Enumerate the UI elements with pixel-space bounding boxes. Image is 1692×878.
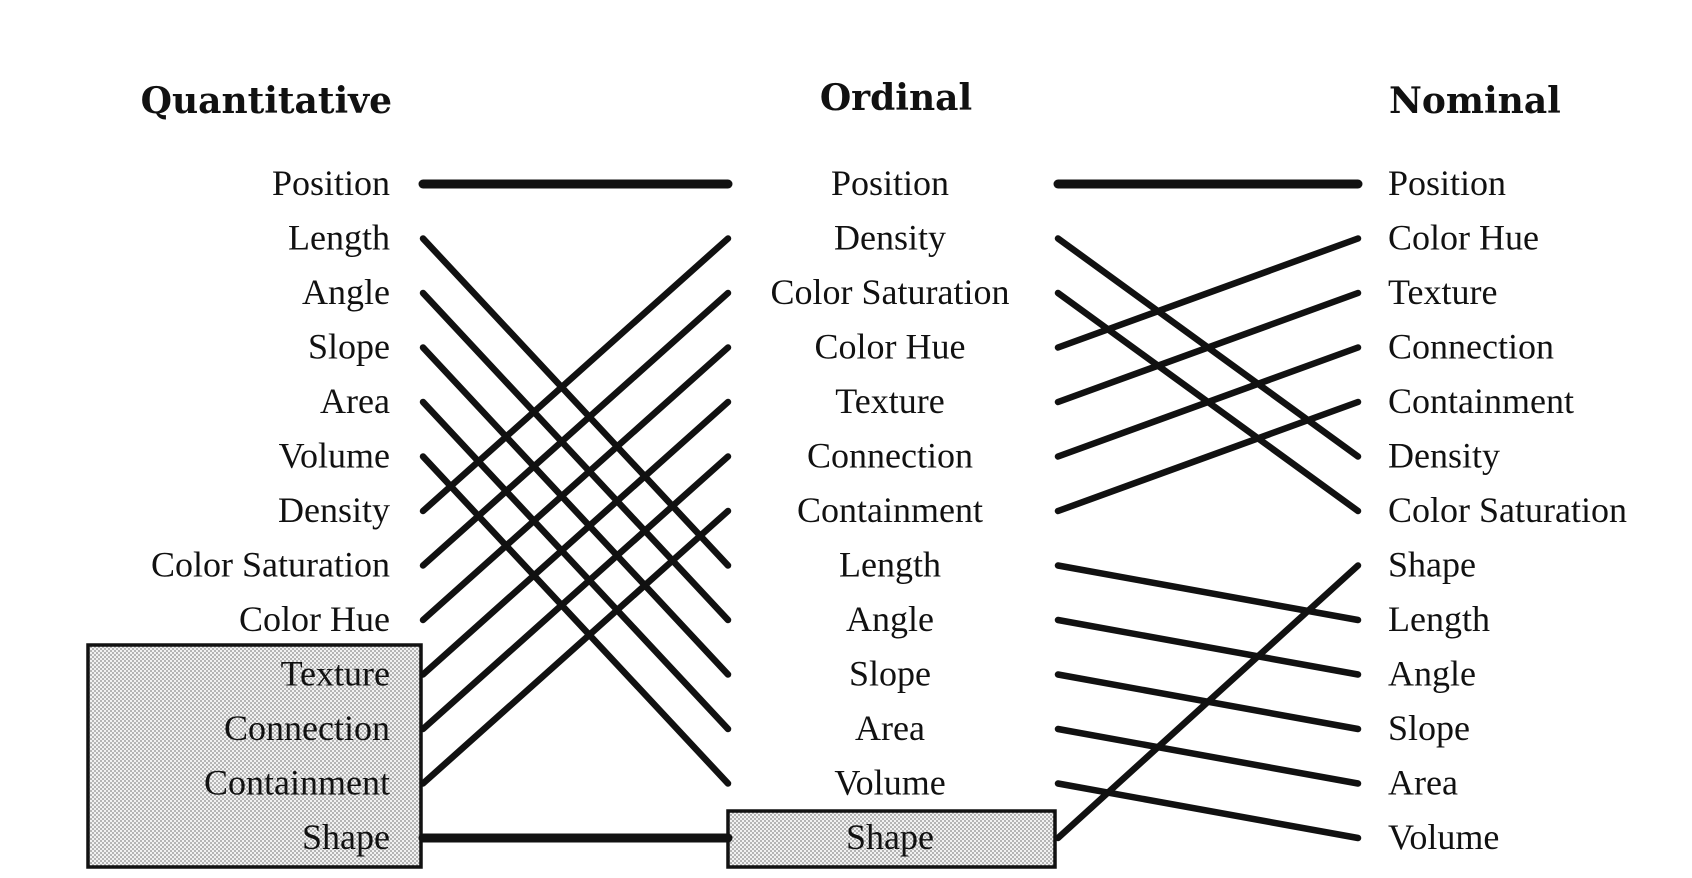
link-quantitative-ordinal-containment bbox=[419, 507, 732, 787]
ordinal-label-color-saturation: Color Saturation bbox=[771, 272, 1010, 312]
nominal-label-containment: Containment bbox=[1388, 381, 1574, 421]
link-quantitative-ordinal-texture bbox=[419, 398, 732, 678]
ordinal-label-texture: Texture bbox=[835, 381, 944, 421]
quantitative-label-color-hue: Color Hue bbox=[239, 599, 390, 639]
quantitative-label-density: Density bbox=[278, 490, 390, 530]
ordinal-label-connection: Connection bbox=[807, 436, 973, 476]
quantitative-label-connection: Connection bbox=[224, 708, 390, 748]
quantitative-highlight-box bbox=[86, 643, 423, 869]
link-ordinal-nominal-color-hue bbox=[1054, 235, 1362, 351]
link-ordinal-nominal-texture bbox=[1054, 289, 1362, 406]
nominal-label-length: Length bbox=[1388, 599, 1490, 639]
link-quantitative-ordinal-volume bbox=[419, 453, 732, 787]
ordinal-label-area: Area bbox=[855, 708, 925, 748]
nominal-label-area: Area bbox=[1388, 763, 1458, 803]
quantitative-label-position: Position bbox=[272, 163, 390, 203]
link-ordinal-nominal-containment bbox=[1054, 398, 1362, 515]
nominal-label-texture: Texture bbox=[1388, 272, 1497, 312]
link-ordinal-nominal-angle bbox=[1054, 616, 1362, 678]
ordinal-label-shape: Shape bbox=[846, 817, 934, 857]
column-labels: PositionLengthAngleSlopeAreaVolumeDensit… bbox=[151, 163, 1627, 857]
ordinal-label-angle: Angle bbox=[846, 599, 934, 639]
link-quantitative-ordinal-slope bbox=[419, 344, 732, 678]
nominal-label-volume: Volume bbox=[1388, 817, 1499, 857]
nominal-header: Nominal bbox=[1389, 80, 1561, 122]
nominal-label-angle: Angle bbox=[1388, 654, 1476, 694]
link-quantitative-ordinal-length bbox=[419, 235, 732, 569]
quantitative-header: Quantitative bbox=[141, 80, 392, 122]
nominal-label-shape: Shape bbox=[1388, 545, 1476, 585]
quantitative-label-color-saturation: Color Saturation bbox=[151, 545, 390, 585]
ordinal-label-color-hue: Color Hue bbox=[815, 327, 966, 367]
nominal-label-density: Density bbox=[1388, 436, 1500, 476]
ordinal-header: Ordinal bbox=[820, 77, 972, 119]
nominal-label-position: Position bbox=[1388, 163, 1506, 203]
link-ordinal-nominal-shape bbox=[1054, 562, 1362, 842]
nominal-label-color-hue: Color Hue bbox=[1388, 218, 1539, 258]
ordinal-label-length: Length bbox=[839, 545, 941, 585]
connection-lines bbox=[418, 179, 1363, 843]
link-quantitative-ordinal-color-saturation bbox=[419, 289, 732, 569]
quantitative-label-texture: Texture bbox=[281, 654, 390, 694]
nominal-label-connection: Connection bbox=[1388, 327, 1554, 367]
nominal-label-slope: Slope bbox=[1388, 708, 1470, 748]
ordinal-label-density: Density bbox=[834, 218, 946, 258]
ordinal-label-containment: Containment bbox=[797, 490, 983, 530]
nominal-label-color-saturation: Color Saturation bbox=[1388, 490, 1627, 530]
link-quantitative-ordinal-angle bbox=[419, 289, 732, 624]
link-quantitative-ordinal-density bbox=[419, 235, 732, 515]
link-quantitative-ordinal-area bbox=[419, 398, 732, 733]
link-ordinal-nominal-connection bbox=[1054, 344, 1362, 460]
quantitative-label-angle: Angle bbox=[302, 272, 390, 312]
quantitative-label-area: Area bbox=[320, 381, 390, 421]
quantitative-label-shape: Shape bbox=[302, 817, 390, 857]
quantitative-label-volume: Volume bbox=[279, 436, 390, 476]
quantitative-label-length: Length bbox=[288, 218, 390, 258]
quantitative-label-slope: Slope bbox=[308, 327, 390, 367]
ordinal-label-slope: Slope bbox=[849, 654, 931, 694]
link-quantitative-ordinal-connection bbox=[419, 453, 732, 733]
link-ordinal-nominal-area bbox=[1054, 725, 1362, 787]
quantitative-label-containment: Containment bbox=[204, 763, 390, 803]
ordinal-label-position: Position bbox=[831, 163, 949, 203]
ordinal-label-volume: Volume bbox=[834, 763, 945, 803]
ordinal-highlight-box bbox=[726, 809, 1057, 869]
link-ordinal-nominal-length bbox=[1054, 562, 1362, 624]
link-quantitative-ordinal-color-hue bbox=[419, 344, 732, 624]
link-ordinal-nominal-volume bbox=[1054, 780, 1362, 842]
